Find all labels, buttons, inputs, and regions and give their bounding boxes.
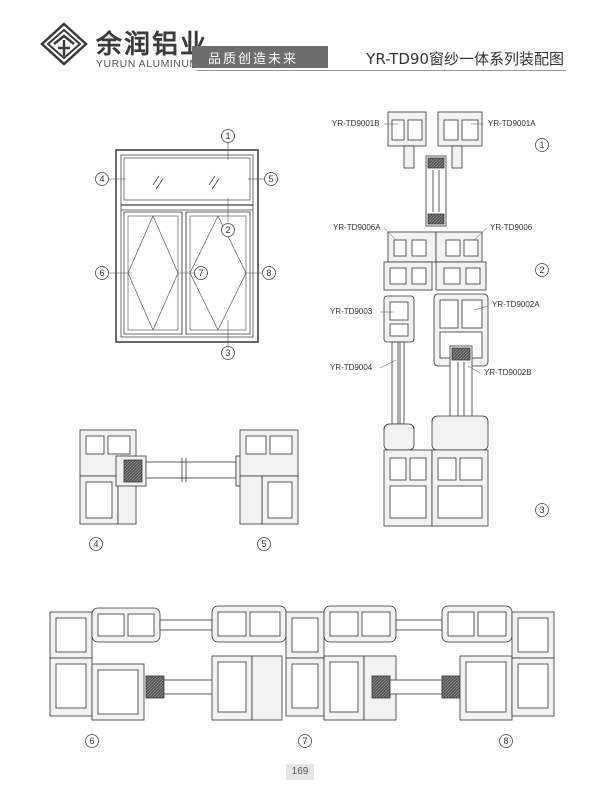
part-label-td9002b: YR-TD9002B — [484, 368, 532, 377]
callout-6: 6 — [99, 268, 104, 278]
page-number-badge — [286, 764, 314, 780]
section-callout-4: 4 — [93, 539, 98, 549]
window-elevation — [115, 149, 259, 343]
part-label-td9001a: YR-TD9001A — [488, 119, 536, 128]
part-label-td9004: YR-TD9004 — [330, 363, 373, 372]
part-label-td9006: YR-TD9006 — [490, 223, 533, 232]
section-callout-6: 6 — [89, 736, 94, 746]
part-label-td9002a: YR-TD9002A — [492, 300, 540, 309]
callout-2: 2 — [225, 225, 230, 235]
section-callout-7: 7 — [302, 736, 307, 746]
section-callout-3: 3 — [539, 505, 544, 515]
slogan: 品质创造未来 — [208, 52, 299, 67]
page-header: 余润铝业 YURUN ALUMINUM 品质创造未来 YR-TD90窗纱一体系列… — [0, 0, 600, 80]
vertical-section — [383, 111, 489, 527]
section-callout-8: 8 — [503, 736, 508, 746]
header-divider — [196, 70, 566, 71]
callout-4: 4 — [99, 174, 104, 184]
part-label-td9003: YR-TD9003 — [330, 307, 373, 316]
section-callout-2: 2 — [539, 265, 544, 275]
page-title: YR-TD90窗纱一体系列装配图 — [366, 50, 564, 68]
page-number: 169 — [291, 766, 309, 777]
part-label-td9001b: YR-TD9001B — [332, 119, 380, 128]
brand-name-en: YURUN ALUMINUM — [96, 58, 199, 70]
section-callout-5: 5 — [261, 539, 266, 549]
brand-name-cn: 余润铝业 — [96, 30, 209, 60]
callout-7: 7 — [198, 268, 203, 278]
yurun-logo-icon — [40, 22, 88, 66]
callout-1: 1 — [225, 131, 230, 141]
horizontal-section-6-7-8 — [49, 605, 555, 721]
part-label-td9006a: YR-TD9006A — [333, 223, 381, 232]
horizontal-section-4-5 — [79, 429, 299, 525]
slogan-bar — [192, 46, 328, 68]
callout-8: 8 — [266, 268, 271, 278]
callout-5: 5 — [268, 174, 273, 184]
callout-3: 3 — [225, 348, 230, 358]
section-callout-1: 1 — [539, 140, 544, 150]
